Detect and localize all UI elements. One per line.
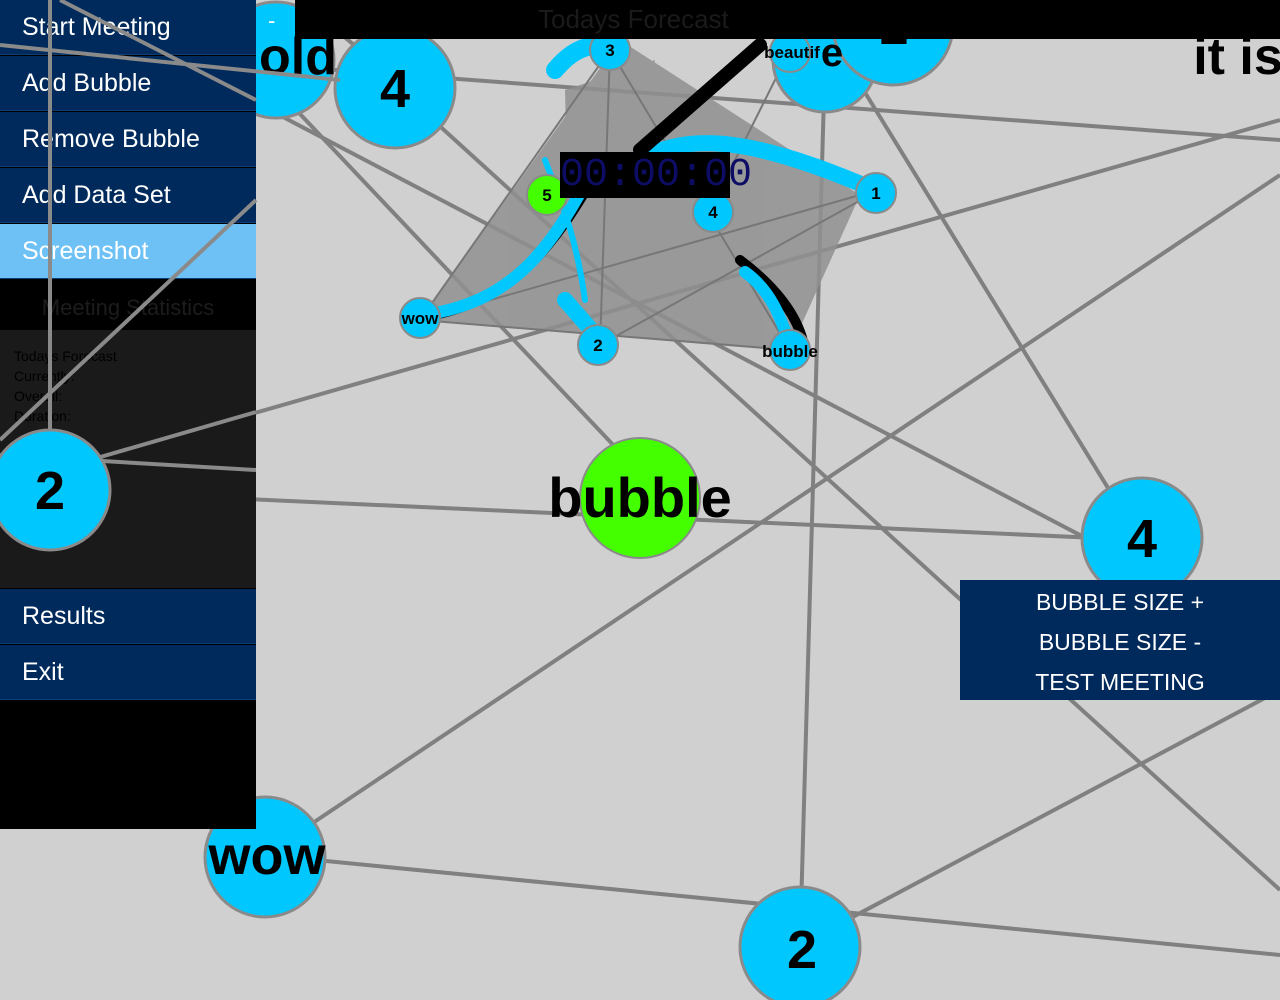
label-bubble-word: bubble xyxy=(548,466,732,529)
title-bar xyxy=(295,0,1280,39)
window-title: Todays Forecast xyxy=(538,4,729,34)
small-bubbles xyxy=(399,29,897,371)
stats-forecast: Todays Forecast xyxy=(14,348,117,364)
menu-collapse-button[interactable]: - xyxy=(268,8,276,33)
small-label-4: 4 xyxy=(708,203,718,222)
stats-overall: Overall: xyxy=(14,388,63,404)
menu-add-bubble[interactable]: Add Bubble xyxy=(0,56,256,111)
small-label-1: 1 xyxy=(871,184,880,203)
side-menu: Start Meeting Add Bubble Remove Bubble A… xyxy=(0,0,256,829)
label-num-2-bottom: 2 xyxy=(787,920,817,980)
corner-word-top-fragment: e xyxy=(821,31,843,75)
bubble-bubble-word[interactable] xyxy=(579,437,701,559)
menu-screenshot[interactable]: Screenshot xyxy=(0,224,256,279)
bubble-controls-panel: BUBBLE SIZE + BUBBLE SIZE - TEST MEETING xyxy=(960,580,1280,700)
small-label-2: 2 xyxy=(593,336,602,355)
bubble-size-increase-button[interactable]: BUBBLE SIZE + xyxy=(1035,589,1205,615)
meeting-statistics-header: Meeting Statistics xyxy=(0,280,256,330)
small-label-beautiful: beautif xyxy=(764,43,820,62)
menu-exit[interactable]: Exit xyxy=(0,645,256,700)
small-label-5: 5 xyxy=(542,186,551,205)
small-bubble-1[interactable] xyxy=(855,172,897,214)
label-num-4-top: 4 xyxy=(380,59,410,119)
small-label-bubble: bubble xyxy=(762,342,818,361)
meeting-timer: 00:00:00 xyxy=(560,152,753,198)
menu-remove-bubble[interactable]: Remove Bubble xyxy=(0,112,256,167)
bubble-num-2-bottom[interactable] xyxy=(738,885,862,1000)
label-wow-word: wow xyxy=(208,826,327,886)
small-label-wow: wow xyxy=(401,309,440,328)
menu-add-data-set[interactable]: Add Data Set xyxy=(0,168,256,223)
menu-results[interactable]: Results xyxy=(0,589,256,644)
stats-duration: Duration: xyxy=(14,408,71,424)
small-label-3: 3 xyxy=(605,41,614,60)
bubble-size-decrease-button[interactable]: BUBBLE SIZE - xyxy=(1038,629,1202,655)
small-bubble-bubble[interactable] xyxy=(769,329,811,371)
stats-currently: Currently: xyxy=(14,368,75,384)
small-bubble-2[interactable] xyxy=(577,324,619,366)
meeting-statistics-panel: Todays Forecast Currently: Overall: Dura… xyxy=(0,330,256,588)
small-bubble-wow[interactable] xyxy=(399,297,441,339)
menu-start-meeting[interactable]: Start Meeting xyxy=(0,0,256,55)
label-num-4-right: 4 xyxy=(1127,509,1157,569)
test-meeting-button[interactable]: TEST MEETING xyxy=(1035,669,1205,695)
